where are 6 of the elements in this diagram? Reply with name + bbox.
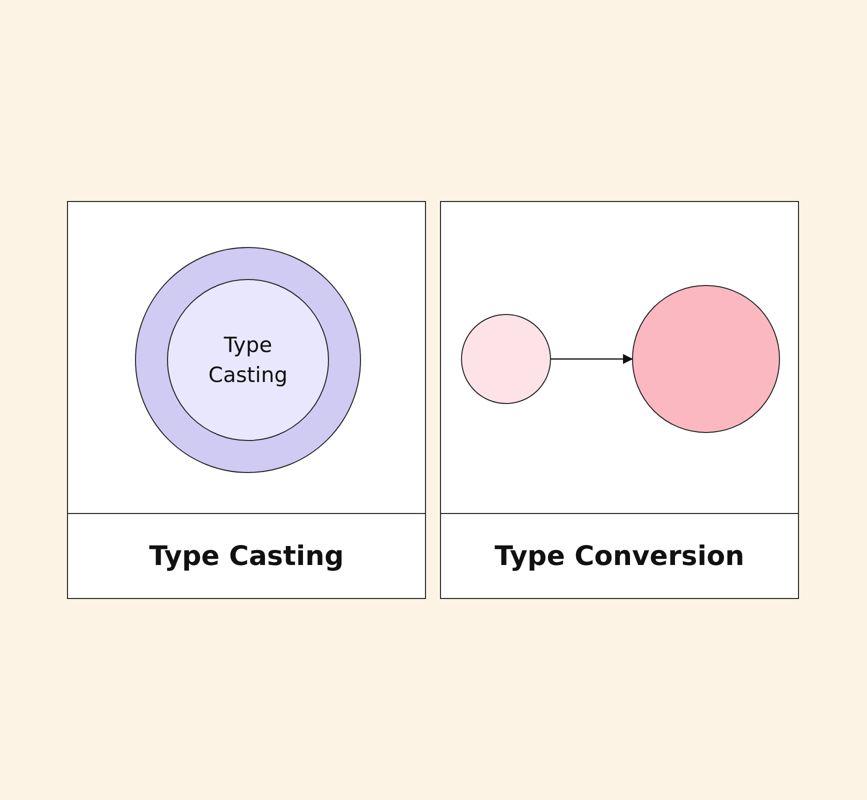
panel [440, 201, 799, 599]
panel-title: Type Casting [149, 540, 344, 572]
panel-title: Type Conversion [494, 540, 744, 572]
panel [67, 201, 426, 599]
arrow [551, 354, 633, 364]
circle-label: Type Casting [207, 332, 289, 389]
